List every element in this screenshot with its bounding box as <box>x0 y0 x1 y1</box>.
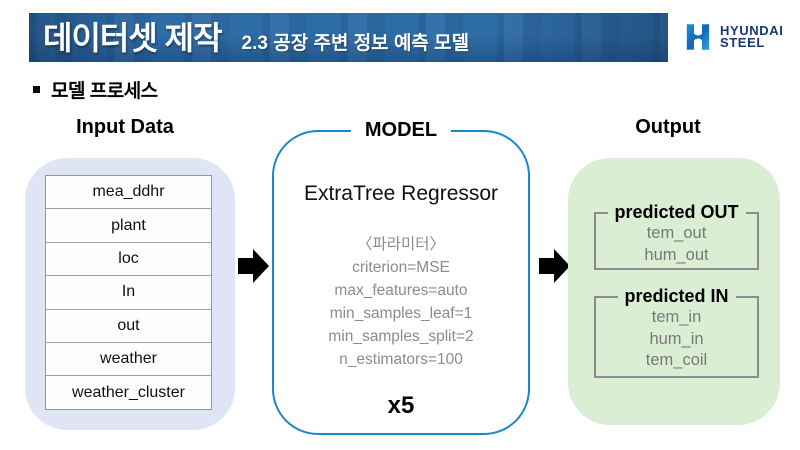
param-line: criterion=MSE <box>352 259 450 276</box>
output-field: hum_out <box>644 245 709 264</box>
predicted-in-label: predicted IN <box>617 286 736 307</box>
predicted-out-label: predicted OUT <box>607 202 746 223</box>
model-parameters: 〈파라미터〉 criterion=MSE max_features=auto m… <box>274 233 528 371</box>
table-row: plant <box>46 209 211 243</box>
arrow-bar <box>238 258 253 274</box>
predicted-out-group: predicted OUT tem_out hum_out <box>594 202 759 270</box>
param-line: min_samples_split=2 <box>328 328 474 345</box>
flow-arrow-icon <box>539 249 570 283</box>
param-line: n_estimators=100 <box>339 351 463 368</box>
model-panel: MODEL ExtraTree Regressor 〈파라미터〉 criteri… <box>272 119 530 435</box>
page-subtitle: 2.3 공장 주변 정보 예측 모델 <box>241 33 470 54</box>
flow-arrow-icon <box>238 249 269 283</box>
output-field: tem_coil <box>645 351 708 369</box>
input-feature-table: mea_ddhr plant loc In out weather weathe… <box>45 175 212 410</box>
hyundai-steel-h-icon <box>681 21 715 53</box>
table-row: mea_ddhr <box>46 176 211 210</box>
bullet-square-icon <box>33 86 40 93</box>
param-line: max_features=auto <box>334 282 468 299</box>
page-title: 데이터셋 제작 <box>43 19 223 56</box>
predicted-in-group: predicted IN tem_in hum_in tem_coil <box>594 286 759 378</box>
arrow-bar <box>539 258 554 274</box>
hyundai-steel-logo: HYUNDAI STEEL <box>681 21 783 53</box>
predicted-in-items: tem_in hum_in tem_coil <box>596 307 757 372</box>
input-data-panel: mea_ddhr plant loc In out weather weathe… <box>25 158 235 430</box>
logo-line1: HYUNDAI <box>720 23 784 38</box>
header-banner: 데이터셋 제작 2.3 공장 주변 정보 예측 모델 <box>29 13 668 62</box>
output-panel: predicted OUT tem_out hum_out predicted … <box>568 158 780 425</box>
predicted-out-items: tem_out hum_out <box>596 223 757 266</box>
model-panel-title: MODEL <box>350 119 452 142</box>
params-title: 〈파라미터〉 <box>356 236 446 253</box>
output-field: hum_in <box>649 329 704 348</box>
table-row: weather_cluster <box>46 376 211 409</box>
output-field: tem_in <box>651 308 702 326</box>
model-multiplier: x5 <box>387 392 415 419</box>
input-column-title: Input Data <box>76 116 174 138</box>
arrow-head <box>253 249 269 283</box>
table-row: loc <box>46 242 211 277</box>
logo-wordmark: HYUNDAI STEEL <box>720 23 784 50</box>
model-name: ExtraTree Regressor <box>303 182 499 205</box>
section-heading: 모델 프로세스 <box>33 76 158 103</box>
table-row: weather <box>46 342 211 377</box>
table-row: In <box>46 276 211 310</box>
table-row: out <box>46 309 211 343</box>
output-column-title: Output <box>635 116 701 138</box>
param-line: min_samples_leaf=1 <box>329 305 473 322</box>
output-field: tem_out <box>646 224 707 242</box>
logo-line2: STEEL <box>720 35 765 50</box>
arrow-head <box>554 249 570 283</box>
section-heading-label: 모델 프로세스 <box>51 81 158 102</box>
